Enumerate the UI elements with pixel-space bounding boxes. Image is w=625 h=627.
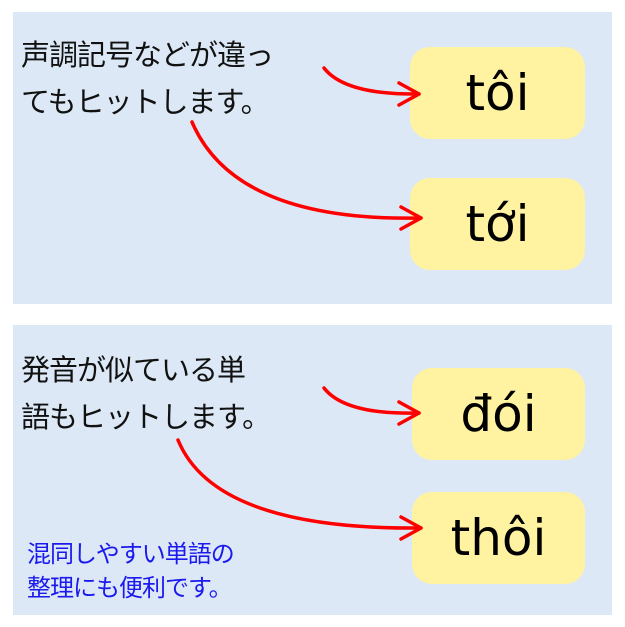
word-box-toi: tôi xyxy=(410,47,585,139)
similar-pronunciation-panel: 発音が似ている単 語もヒットします。 đói thôi 混同しやすい単語の 整理… xyxy=(13,325,612,615)
word-box-doi: đói xyxy=(412,368,585,460)
word-label: thôi xyxy=(450,509,547,567)
similar-pronunciation-description: 発音が似ている単 語もヒットします。 xyxy=(21,353,271,434)
tone-mark-panel: 声調記号などが違っ てもヒットします。 tôi tới xyxy=(13,12,612,304)
word-label: tới xyxy=(465,195,530,253)
tone-mark-description: 声調記号などが違っ てもヒットします。 xyxy=(21,38,274,119)
word-label: đói xyxy=(460,385,537,443)
word-label: tôi xyxy=(465,64,530,122)
word-box-toi-horn: tới xyxy=(410,178,585,270)
usage-note: 混同しやすい単語の 整理にも便利です。 xyxy=(27,540,235,602)
word-box-thoi: thôi xyxy=(412,492,585,584)
